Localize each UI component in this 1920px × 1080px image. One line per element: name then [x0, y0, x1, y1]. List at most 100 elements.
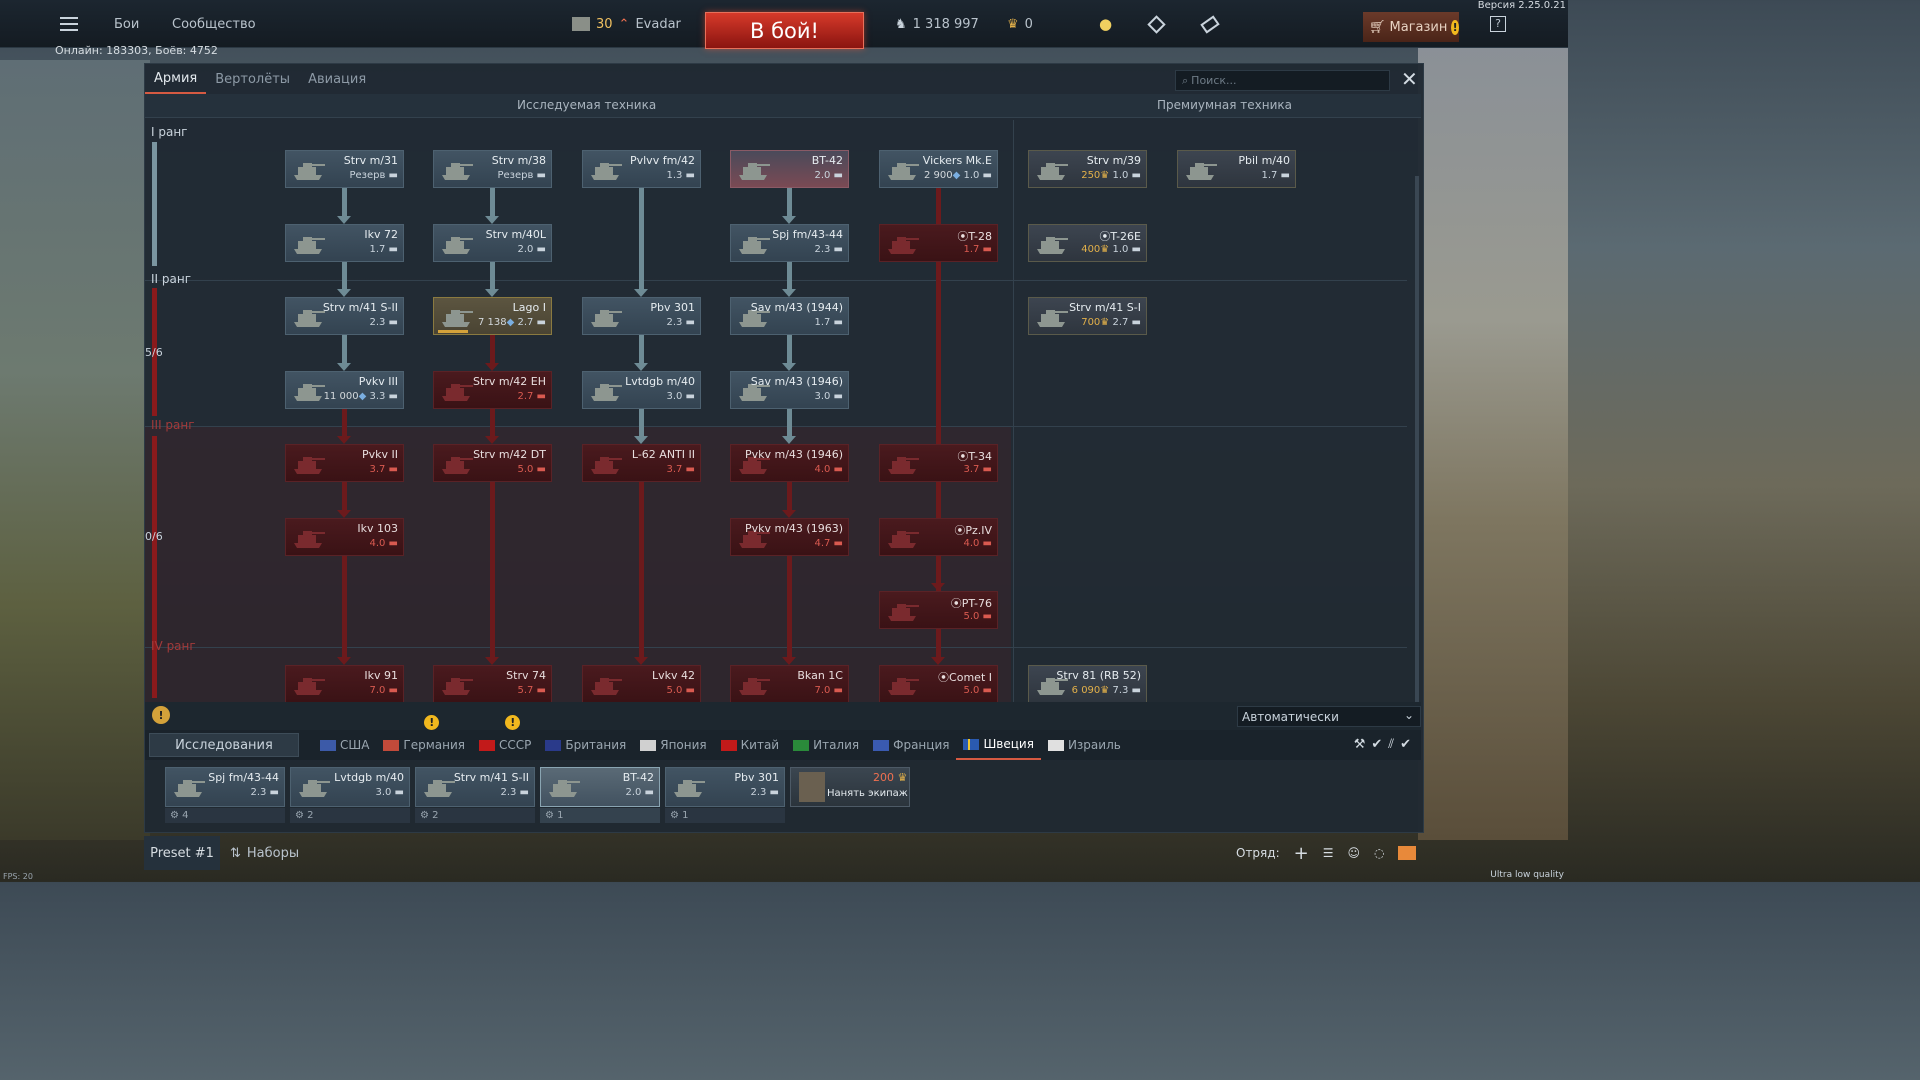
- crew-slot[interactable]: Pbv 301 2.3 ▬ ⚙ 1: [665, 767, 785, 825]
- battle-rating: 2.7: [517, 317, 534, 328]
- check-icon[interactable]: ✔︎: [1371, 737, 1383, 752]
- friends-icon[interactable]: ☺: [1347, 846, 1360, 860]
- add-icon[interactable]: +: [1293, 842, 1309, 864]
- preset-button[interactable]: Preset #1: [144, 836, 220, 870]
- nation-tab[interactable]: Швеция: [956, 730, 1041, 760]
- hire-crew-button[interactable]: 200 ♛ Нанять экипаж: [790, 767, 910, 807]
- warning-shield-icon[interactable]: !: [152, 706, 170, 724]
- tab-helicopters[interactable]: Вертолёты: [215, 71, 291, 87]
- list-icon[interactable]: ☰: [1322, 846, 1334, 860]
- search-input[interactable]: ⌕ Поиск...: [1175, 70, 1390, 91]
- nation-tab[interactable]: Япония: [633, 730, 713, 760]
- nation-tab[interactable]: Германия!: [376, 715, 472, 760]
- nation-tab[interactable]: СССР!: [472, 715, 538, 760]
- crew-vehicle-card[interactable]: Strv m/41 S-II 2.3 ▬: [415, 767, 535, 807]
- crew-slot[interactable]: BT-42 2.0 ▬ ⚙ 1: [540, 767, 660, 825]
- lightbulb-icon[interactable]: ●: [1099, 15, 1113, 33]
- vehicle-card[interactable]: Pvkv m/43 (1946)4.0 ▬: [730, 444, 849, 482]
- check-icon[interactable]: ✔︎: [1400, 737, 1411, 752]
- tank-icon: [591, 457, 622, 474]
- crew-slot[interactable]: Spj fm/43-44 2.3 ▬ ⚙ 4: [165, 767, 285, 825]
- research-button[interactable]: Исследования: [149, 733, 299, 757]
- battle-button[interactable]: В бой!: [705, 12, 864, 49]
- tab-aviation[interactable]: Авиация: [308, 71, 367, 87]
- silver-balance[interactable]: ♞ 1 318 997: [895, 0, 979, 48]
- nation-tab[interactable]: Франция: [866, 730, 956, 760]
- shop-button[interactable]: 🛒︎ Магазин !: [1363, 12, 1459, 42]
- presets-button[interactable]: ⇅ Наборы: [230, 836, 299, 870]
- mail-icon[interactable]: [1398, 846, 1417, 860]
- vehicle-card[interactable]: Strv 81 (RB 52)6 090♛ 7.3 ▬: [1028, 665, 1147, 702]
- chat-icon[interactable]: ◌: [1374, 846, 1385, 860]
- player-profile[interactable]: 30 ⌃ Evadar: [572, 0, 681, 48]
- nation-tab[interactable]: Китай: [714, 730, 786, 760]
- crew-vehicle-card[interactable]: Lvtdgb m/40 3.0 ▬: [290, 767, 410, 807]
- rank-label-4: IV ранг: [151, 639, 196, 653]
- crew-vehicle-card[interactable]: BT-42 2.0 ▬: [540, 767, 660, 807]
- vehicle-card[interactable]: Sav m/43 (1946)3.0 ▬: [730, 371, 849, 409]
- scrollbar[interactable]: [1415, 176, 1419, 702]
- nation-tab[interactable]: Италия: [786, 730, 866, 760]
- battle-rating: 2.7: [517, 391, 534, 402]
- wrench-icon[interactable]: ⚒︎: [1353, 737, 1366, 752]
- battle-rating: 1.0: [963, 170, 980, 181]
- nation-tab[interactable]: США: [313, 730, 376, 760]
- vehicle-name: ⦿Pz.IV: [954, 522, 992, 538]
- menu-button[interactable]: [60, 0, 78, 48]
- battle-rating: 2.3: [500, 787, 517, 798]
- nation-tab[interactable]: Британия: [538, 730, 633, 760]
- crew-vehicle-card[interactable]: Spj fm/43-44 2.3 ▬: [165, 767, 285, 807]
- vehicle-name: Pvkv m/43 (1946): [745, 448, 843, 461]
- vehicle-card[interactable]: Sav m/43 (1944)1.7 ▬: [730, 297, 849, 335]
- diamond-icon[interactable]: [1147, 0, 1166, 48]
- vehicle-name: Strv m/42 EH: [473, 375, 546, 388]
- help-icon[interactable]: ?: [1490, 0, 1506, 48]
- tab-army[interactable]: Армия: [145, 64, 207, 94]
- battles-menu[interactable]: Бои: [114, 16, 140, 32]
- crew-vehicle-card[interactable]: Pbv 301 2.3 ▬: [665, 767, 785, 807]
- warning-icon: !: [1451, 19, 1459, 35]
- crew-slot[interactable]: Lvtdgb m/40 3.0 ▬ ⚙ 2: [290, 767, 410, 825]
- community-menu[interactable]: Сообщество: [172, 16, 256, 32]
- stripes-icon[interactable]: ⫽: [1388, 737, 1395, 752]
- crew-slot[interactable]: Strv m/41 S-II 2.3 ▬ ⚙ 2: [415, 767, 535, 825]
- tree-link: [639, 482, 644, 659]
- ticket-icon[interactable]: [1200, 0, 1220, 48]
- close-icon[interactable]: ✕: [1401, 67, 1418, 91]
- auto-select-dropdown[interactable]: Автоматически ⌄: [1237, 706, 1421, 727]
- nation-tab[interactable]: Израиль: [1041, 730, 1128, 760]
- vehicle-card[interactable]: Pvkv m/43 (1963)4.7 ▬: [730, 518, 849, 556]
- gold-balance[interactable]: ♛ 0: [1007, 0, 1033, 48]
